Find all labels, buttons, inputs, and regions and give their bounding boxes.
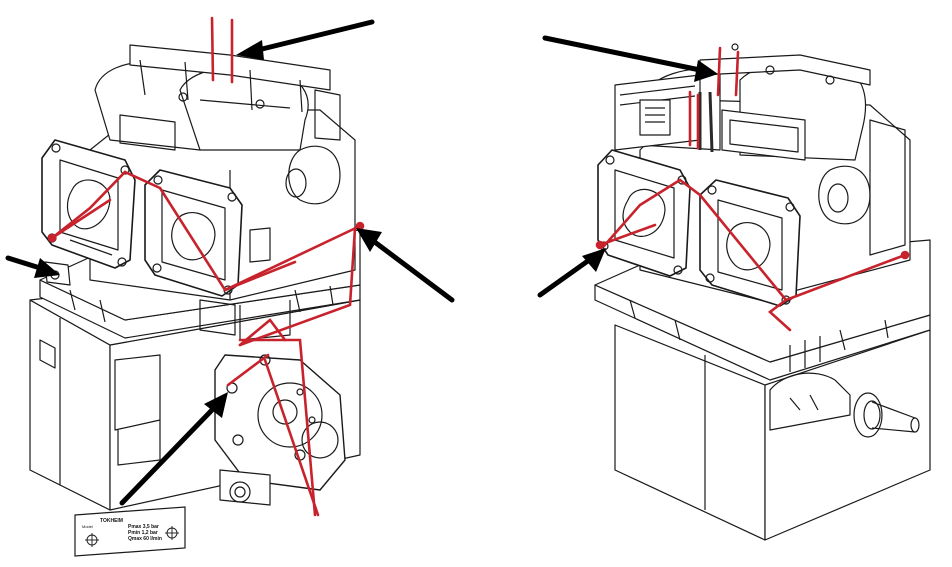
- nameplate-hole-icon: [85, 533, 99, 547]
- arrow-top-seal: [236, 19, 375, 60]
- left-meter-cover-1: [41, 139, 136, 269]
- nameplate-line1: Pmax 3,5 bar: [128, 524, 159, 530]
- right-pump-unit: [594, 43, 931, 541]
- right-meter-cover-2: [699, 179, 801, 307]
- arrow-top-seal-right: [542, 35, 718, 82]
- nameplate-line3: Qmax 60 l/min: [128, 536, 162, 542]
- arrow-left-fitting: [5, 255, 60, 278]
- left-top-housing: [94, 44, 341, 151]
- left-pointer-arrows: [5, 19, 455, 506]
- right-drive-shaft: [853, 392, 920, 438]
- right-top-housing: [614, 43, 871, 161]
- nameplate: TOKHEIM Model Pmax 3,5 bar Pmin 1,2 bar …: [74, 506, 186, 557]
- nameplate-hole-icon-2: [165, 526, 179, 540]
- arrow-pump-seal: [119, 392, 228, 506]
- left-seal-wires: [47, 16, 365, 517]
- nameplate-brand: TOKHEIM: [100, 518, 123, 524]
- right-lower-housing: [614, 324, 931, 541]
- left-pump-unit: [29, 44, 361, 511]
- right-meter-cover-1: [597, 149, 691, 277]
- arrow-right-seal: [356, 228, 455, 303]
- arrow-cover-seal-right: [537, 248, 606, 298]
- nameplate-model: Model: [82, 524, 93, 529]
- right-pointer-arrows: [537, 35, 718, 298]
- nameplate-line2: Pmin 1,2 bar: [128, 530, 158, 536]
- right-cable-bundle: [698, 91, 714, 153]
- right-seal-wires: [595, 46, 910, 332]
